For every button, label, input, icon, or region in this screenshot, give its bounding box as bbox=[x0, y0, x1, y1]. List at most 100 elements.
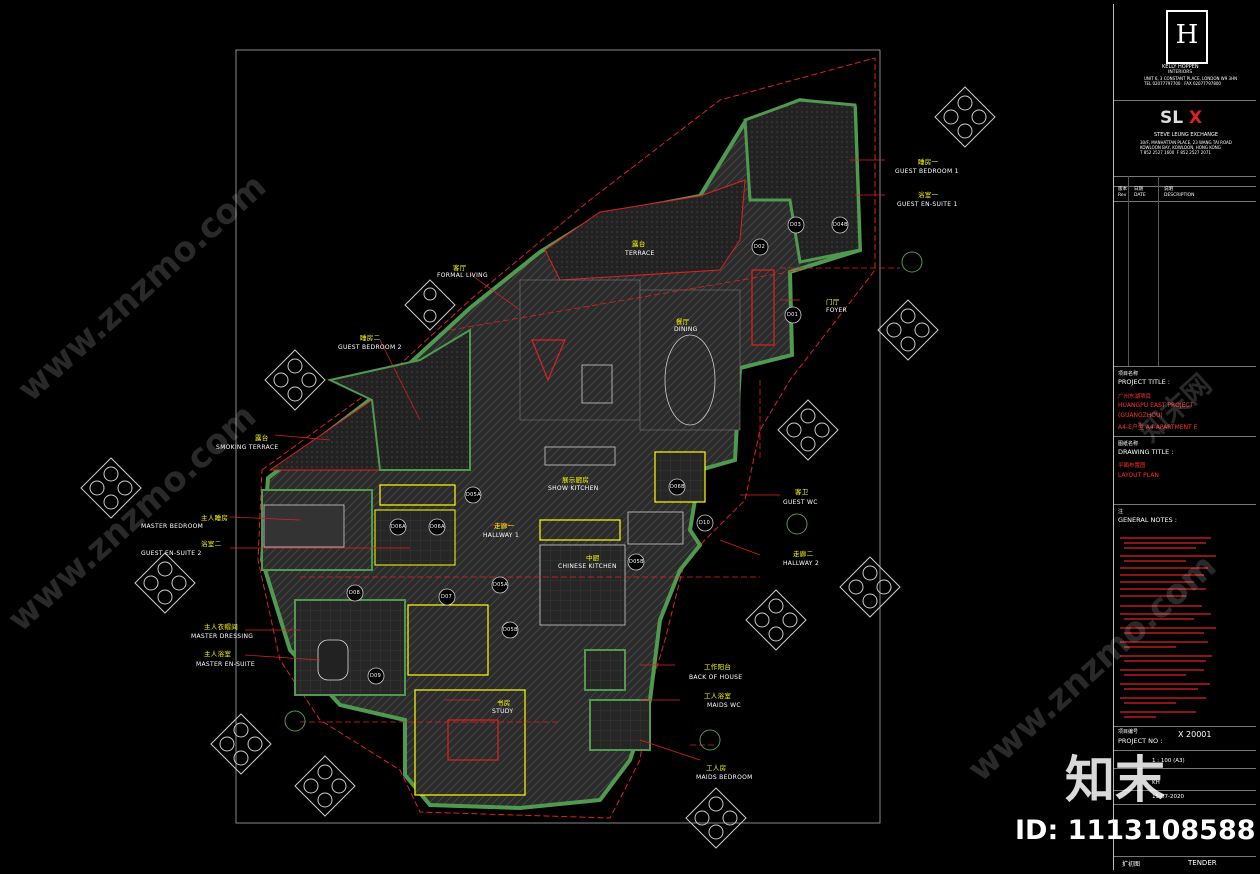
project-title-value3: (GUANGZHOU) bbox=[1118, 412, 1163, 419]
drawing-frame bbox=[235, 49, 881, 824]
label-foyer-cn: 门厅 bbox=[826, 298, 840, 306]
label-foyer-en: FOYER bbox=[826, 307, 847, 314]
label-study-cn: 书房 bbox=[497, 699, 511, 707]
label-dining-cn: 餐厅 bbox=[676, 318, 690, 326]
label-smoking-terrace-cn: 露台 bbox=[255, 434, 269, 442]
back-of-house-area bbox=[584, 649, 626, 691]
kitchen-counter bbox=[539, 519, 621, 541]
bathtub bbox=[317, 639, 349, 681]
id-watermark: ID: 1113108588 bbox=[1015, 815, 1256, 846]
label-hallway2-en: HALLWAY 2 bbox=[783, 560, 820, 567]
stage-cn: 扩初图 bbox=[1122, 861, 1141, 868]
label-formal-living-cn: 客厅 bbox=[453, 264, 467, 272]
guest-ensuite-2-area bbox=[374, 509, 456, 566]
label-terrace-cn: 露台 bbox=[632, 240, 646, 248]
label-terrace-en: TERRACE bbox=[625, 250, 655, 257]
door-tag: D04B bbox=[833, 222, 848, 228]
label-back-of-house-en: BACK OF HOUSE bbox=[689, 674, 743, 681]
label-study-en: STUDY bbox=[492, 708, 514, 715]
living-rug bbox=[531, 339, 566, 382]
formal-living-area bbox=[519, 279, 641, 421]
rev-col-en-1: DATE bbox=[1134, 193, 1146, 198]
project-no-value: X 20001 bbox=[1178, 730, 1212, 739]
guest-bedroom-1-area bbox=[743, 98, 862, 264]
label-maids-wc-cn: 工人浴室 bbox=[704, 692, 732, 700]
dining-area bbox=[639, 289, 741, 431]
master-bed bbox=[263, 504, 345, 548]
drawing-title-en: DRAWING TITLE : bbox=[1118, 448, 1174, 456]
label-show-kitchen-cn: 展示厨房 bbox=[562, 476, 590, 484]
stage-en: TENDER bbox=[1188, 859, 1217, 867]
rev-col-en-2: DESCRIPTION bbox=[1164, 193, 1195, 198]
rev-col-en-0: Rev bbox=[1118, 193, 1127, 198]
label-maids-bedroom-cn: 工人房 bbox=[706, 764, 727, 772]
door-tag: D06B bbox=[670, 484, 685, 490]
label-master-dressing-en: MASTER DRESSING bbox=[191, 633, 254, 640]
maids-room-area bbox=[589, 699, 651, 751]
door-tag: D08 bbox=[349, 590, 361, 596]
door-tag: D10 bbox=[699, 520, 711, 526]
label-master-dressing-cn: 主人衣帽间 bbox=[204, 623, 238, 631]
slx-logo: SL X bbox=[1160, 108, 1203, 128]
grid-markers bbox=[284, 251, 923, 751]
door-tag: D07 bbox=[441, 594, 453, 600]
title-block: H KELLY HOPPEN INTERIORS UNIT 6, 3 CONST… bbox=[1113, 4, 1256, 870]
study-desk bbox=[447, 719, 499, 761]
hallway-2-bench bbox=[627, 511, 684, 545]
project-title-cn: 项目名称 bbox=[1118, 371, 1139, 377]
label-master-ensuite-en: MASTER EN-SUITE bbox=[196, 661, 255, 668]
label-hallway1-en: HALLWAY 1 bbox=[483, 532, 520, 539]
door-tag: D01 bbox=[787, 312, 799, 318]
door-tag: D05B bbox=[503, 627, 518, 633]
project-title-value1: 广州东湖项目 bbox=[1118, 394, 1152, 400]
wardrobe-1 bbox=[379, 484, 456, 506]
show-kitchen-island bbox=[544, 446, 616, 466]
scale-value: 1 : 100 (A3) bbox=[1152, 758, 1185, 764]
rev-col-1: 日期 bbox=[1134, 187, 1143, 192]
door-tag: D02 bbox=[754, 244, 766, 250]
study-area bbox=[414, 689, 526, 796]
firm-sub: INTERIORS bbox=[1168, 70, 1193, 75]
door-tag: D05A bbox=[493, 582, 508, 588]
sofa bbox=[581, 364, 613, 404]
label-guest-bedroom2-en: GUEST BEDROOM 2 bbox=[338, 344, 402, 351]
label-master-bedroom-cn: 主人睡房 bbox=[201, 514, 229, 522]
master-dressing-area bbox=[407, 604, 489, 676]
drawing-title-cn: 图纸名称 bbox=[1118, 441, 1139, 447]
label-hallway1-cn: 走廊一 bbox=[494, 522, 515, 530]
kelly-hoppen-logo: H bbox=[1166, 10, 1208, 64]
label-chinese-kitchen-en: CHINESE KITCHEN bbox=[558, 563, 617, 570]
label-guest-ensuite1-en: GUEST EN-SUITE 1 bbox=[897, 201, 958, 208]
project-title-value4: A4-E户型 A4-APARTMENT E bbox=[1118, 424, 1198, 431]
label-guest-bedroom1-en: GUEST BEDROOM 1 bbox=[895, 168, 959, 175]
rev-col-0: 版本 bbox=[1118, 187, 1127, 192]
label-show-kitchen-en: SHOW KITCHEN bbox=[548, 485, 599, 492]
grid-lines bbox=[300, 267, 900, 746]
label-smoking-terrace-en: SMOKING TERRACE bbox=[216, 444, 279, 451]
elevation-keys bbox=[80, 86, 996, 849]
label-guest-ensuite2-en: GUEST EN-SUITE 2 bbox=[141, 550, 202, 557]
label-maids-wc-en: MAIDS WC bbox=[707, 702, 741, 709]
door-tag: D03 bbox=[790, 222, 802, 228]
drawing-title-value-cn: 平面布置图 bbox=[1118, 463, 1146, 469]
smoking-terrace-area bbox=[268, 399, 381, 471]
dining-table bbox=[664, 334, 716, 426]
project-title-en: PROJECT TITLE : bbox=[1118, 378, 1170, 386]
label-master-ensuite-cn: 主人浴室 bbox=[204, 650, 232, 658]
label-formal-living-en: FORMAL LIVING bbox=[437, 272, 488, 279]
label-chinese-kitchen-cn: 中厨 bbox=[586, 554, 600, 562]
brand-watermark: 知末 bbox=[1065, 751, 1165, 809]
chinese-kitchen-area bbox=[539, 544, 626, 626]
general-notes-cn: 注 bbox=[1118, 509, 1124, 515]
general-notes-en: GENERAL NOTES : bbox=[1118, 516, 1177, 524]
firm-name: KELLY HOPPEN bbox=[1162, 64, 1199, 70]
label-guest-bedroom1-cn: 睡房一 bbox=[918, 158, 939, 166]
label-guest-wc-en: GUEST WC bbox=[783, 499, 818, 506]
firm-address: UNIT 6, 3 CONSTANT PLACE, LONDON W9 3HN … bbox=[1144, 76, 1238, 86]
rev-col-2: 说明 bbox=[1164, 187, 1173, 192]
master-ensuite-area bbox=[294, 599, 406, 696]
label-master-bedroom-en: MASTER BEDROOM bbox=[141, 523, 204, 530]
label-guest-ensuite1-cn: 浴室一 bbox=[918, 191, 939, 199]
label-maids-bedroom-en: MAIDS BEDROOM bbox=[696, 774, 753, 781]
